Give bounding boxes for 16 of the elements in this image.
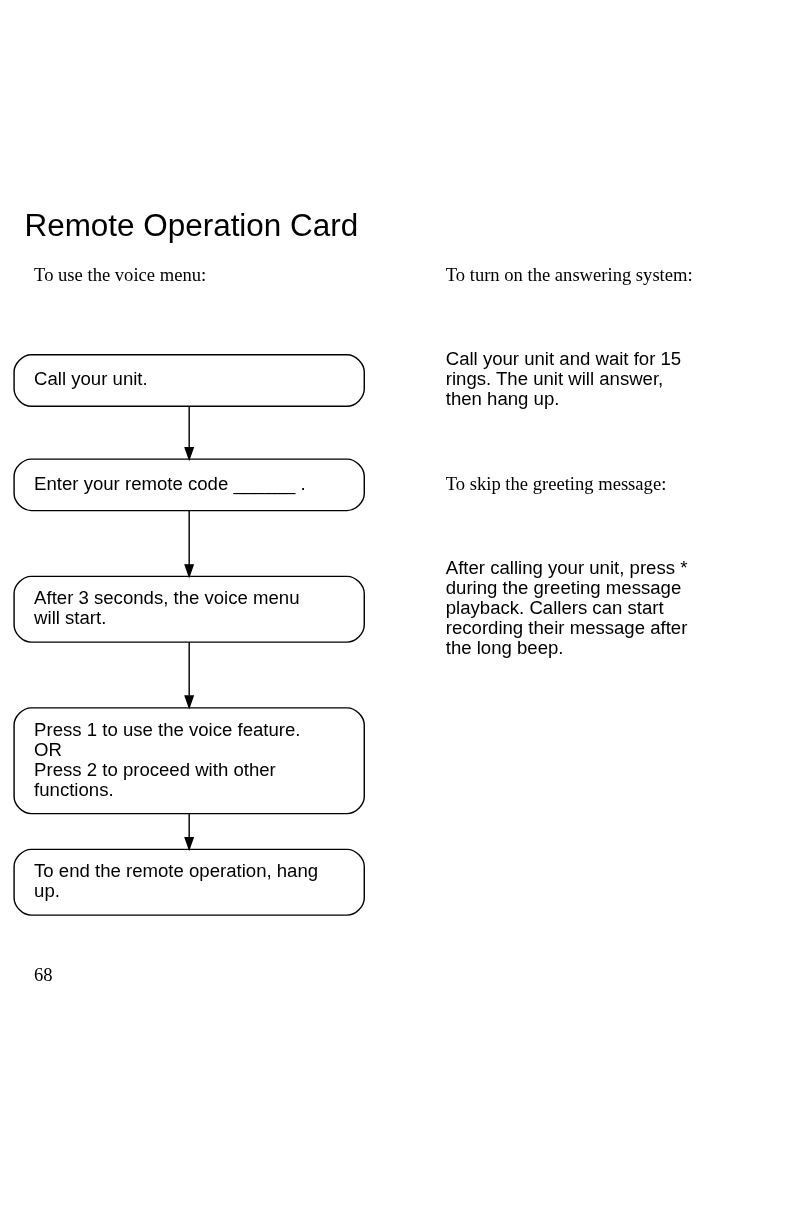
label: To use the voice menu: bbox=[34, 263, 207, 285]
node-box: Call your unit. bbox=[13, 353, 365, 407]
arrow bbox=[184, 812, 195, 851]
label: To skip the greeting message: bbox=[445, 472, 667, 494]
label: After calling your unit, press * during the greeting message playback. Callers can start recording their message after the long beep. bbox=[445, 556, 688, 658]
label: Call your unit and wait for 15 rings. The unit will answer, then hang up. bbox=[445, 347, 682, 409]
node-box: Enter your remote code ______ . bbox=[13, 457, 365, 511]
node-box: After 3 seconds, the voice menu will start. bbox=[13, 575, 365, 643]
label: 68 bbox=[34, 963, 53, 985]
label: To turn on the answering system: bbox=[445, 263, 693, 285]
diagram-title: Remote Operation Card bbox=[24, 207, 359, 243]
arrow bbox=[184, 405, 195, 461]
node-box: To end the remote operation, hang up. bbox=[13, 848, 365, 916]
arrow bbox=[184, 509, 195, 578]
node-box: Press 1 to use the voice feature. OR Press 2 to proceed with other functions. bbox=[13, 706, 365, 814]
arrow bbox=[184, 640, 195, 709]
